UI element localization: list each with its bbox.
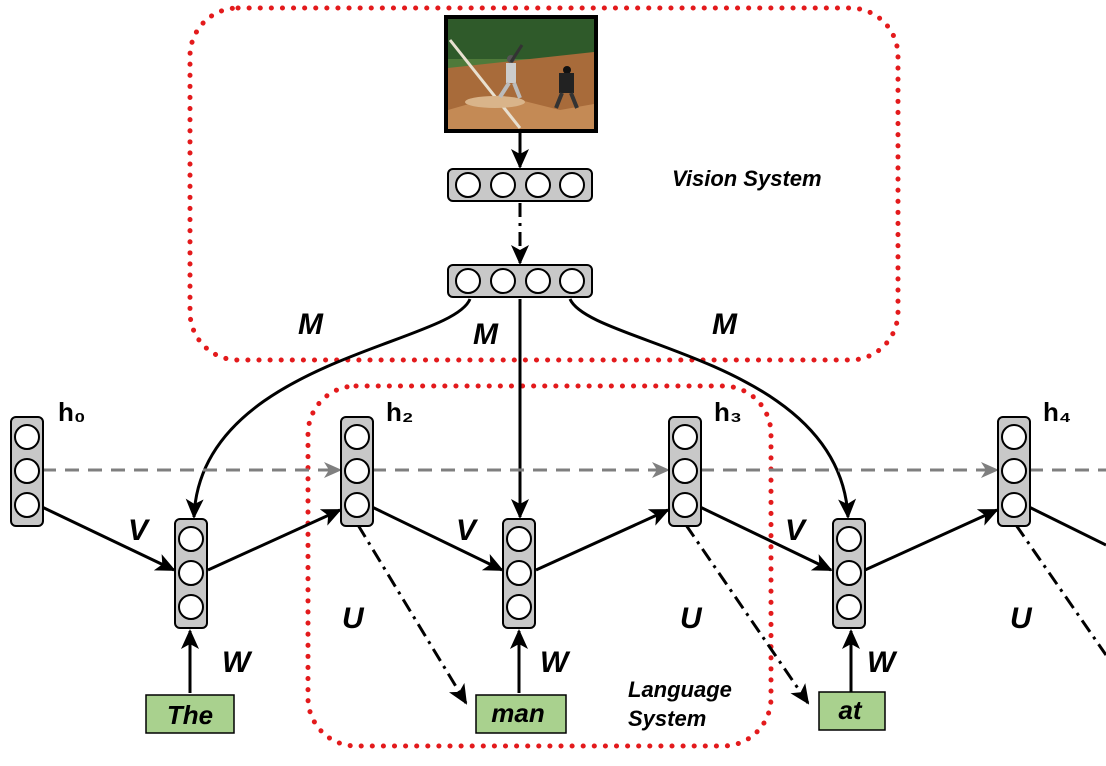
word-box-man: man <box>475 694 567 734</box>
multimodal-node-2 <box>502 518 536 629</box>
hidden-label-h0: h₀ <box>58 397 86 427</box>
hidden-label-h2: h₂ <box>386 397 413 427</box>
forward-arrow-4 <box>1028 505 1106 547</box>
forward-arrow-3 <box>864 508 999 572</box>
vision-system-region <box>187 5 901 363</box>
weight-label-v-2: V <box>456 514 479 547</box>
hidden-node-h4 <box>997 416 1031 527</box>
u-arrow-3 <box>1014 524 1106 656</box>
weight-label-w-2: W <box>540 646 571 679</box>
hidden-node-h2 <box>340 416 374 527</box>
hidden-node-h0 <box>10 416 44 527</box>
vision-system-label: Vision System <box>672 166 822 191</box>
multimodal-node-1 <box>174 518 208 629</box>
v-arrow-1 <box>41 505 176 572</box>
language-system-label-line1: Language <box>628 677 732 702</box>
hidden-label-h3: h₃ <box>714 397 742 427</box>
multimodal-node-3 <box>832 518 866 629</box>
weight-label-m-right: M <box>712 308 738 341</box>
vision-feature-vector-bottom <box>447 264 593 298</box>
weight-label-w-3: W <box>867 646 898 679</box>
forward-arrow-1 <box>207 508 342 572</box>
hidden-node-h3 <box>668 416 702 527</box>
word-label-at: at <box>838 695 862 725</box>
u-arrow-1 <box>356 524 468 705</box>
v-arrow-2 <box>371 505 504 572</box>
weight-label-u-3: U <box>1010 602 1033 635</box>
weight-label-w-1: W <box>222 646 253 679</box>
language-system-label-line2: System <box>628 706 706 731</box>
language-system-region <box>305 383 774 749</box>
weight-label-m-center: M <box>473 318 499 351</box>
v-arrow-3 <box>699 505 833 572</box>
weight-label-v-3: V <box>785 514 808 547</box>
m-connection-left <box>185 298 472 519</box>
word-box-at: at <box>818 691 886 731</box>
weight-label-u-1: U <box>342 602 365 635</box>
weight-label-m-left: M <box>298 308 324 341</box>
weight-label-u-2: U <box>680 602 703 635</box>
word-box-the: The <box>145 694 235 734</box>
baseball-photo-icon <box>444 15 598 133</box>
vision-feature-vector-top <box>447 168 593 202</box>
hidden-label-h4: h₄ <box>1043 397 1071 427</box>
forward-arrow-2 <box>535 508 670 572</box>
u-arrow-2 <box>684 524 810 705</box>
word-label-the: The <box>167 700 213 730</box>
weight-label-v-1: V <box>128 514 151 547</box>
m-connection-right <box>568 298 857 519</box>
word-label-man: man <box>491 698 544 728</box>
